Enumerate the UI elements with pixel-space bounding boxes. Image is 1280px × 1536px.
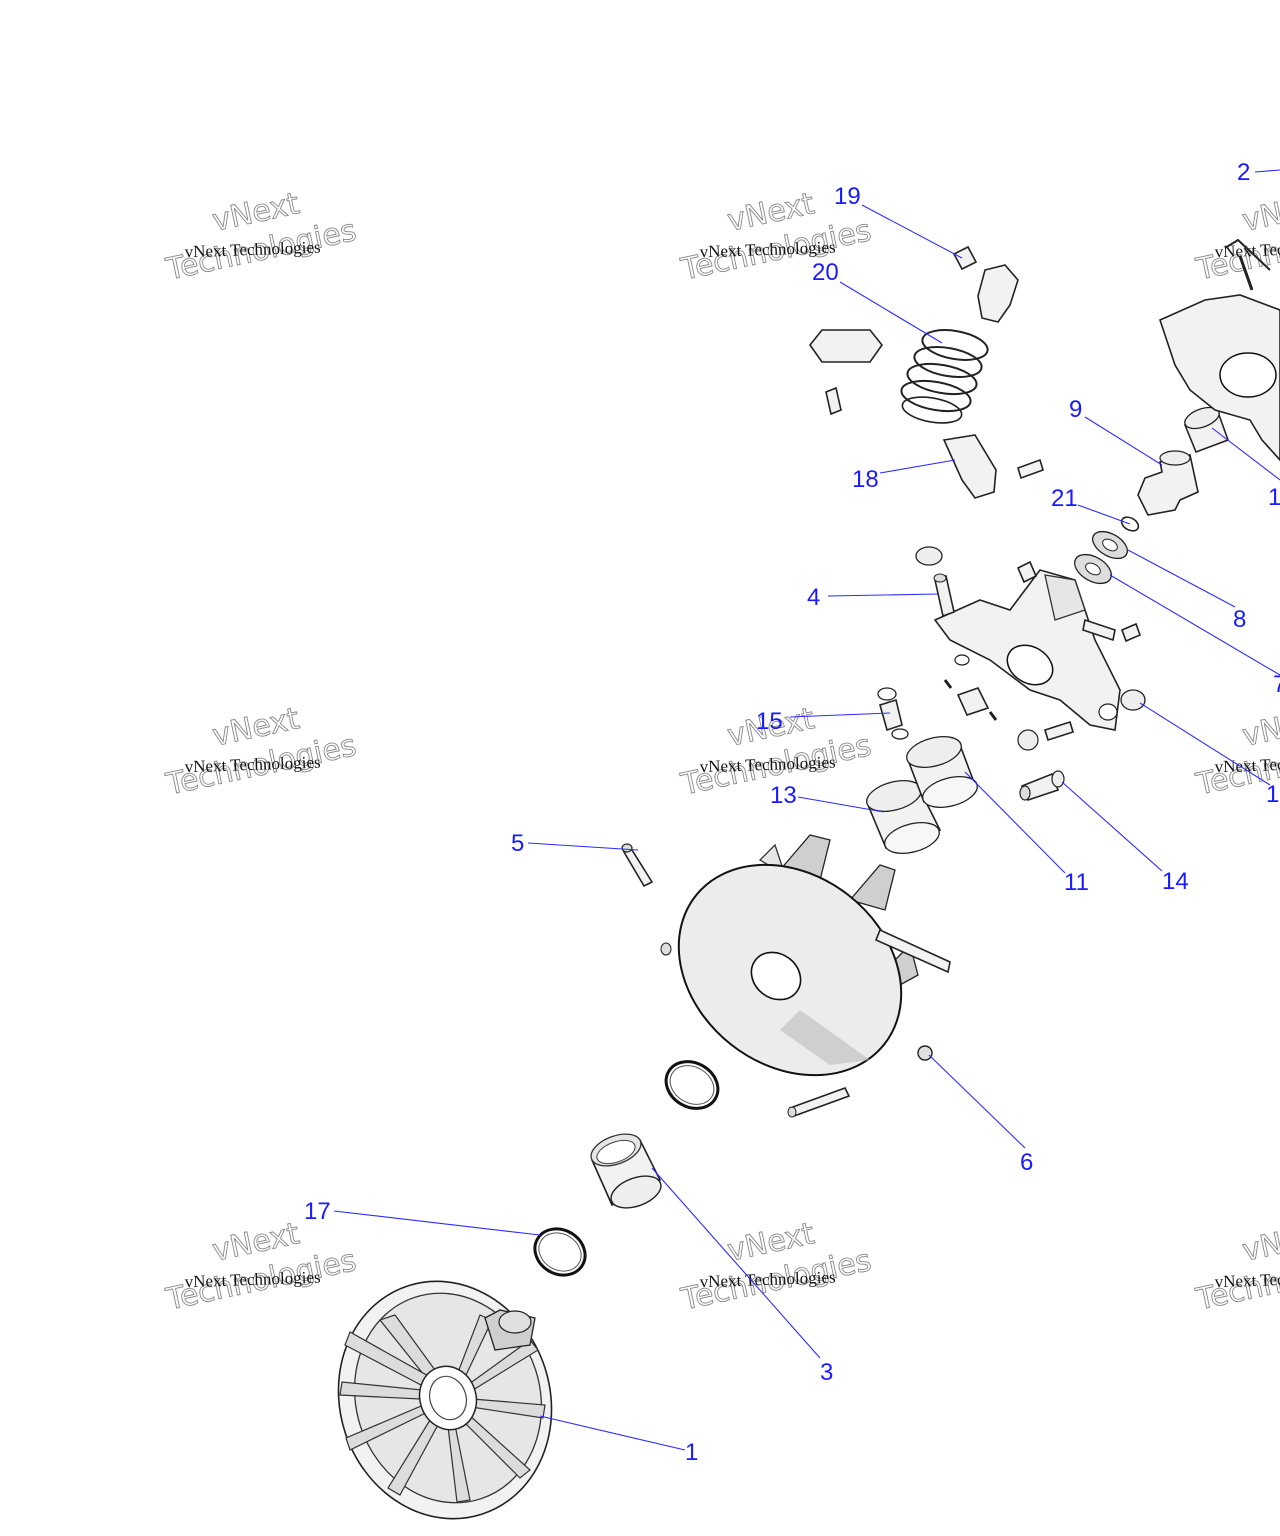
watermark-bottom-right: vNext Technologies vNext Technologies [1192, 1216, 1280, 1318]
part-pin-lower[interactable] [787, 1087, 851, 1118]
part-movable-sheave[interactable] [637, 821, 951, 1118]
callout-8[interactable]: 8 [1233, 606, 1246, 633]
part-pin-4[interactable] [915, 546, 955, 618]
part-spider-hub[interactable] [933, 569, 1121, 742]
callout-4[interactable]: 4 [807, 584, 820, 611]
part-flyweight-upper[interactable] [808, 329, 884, 416]
part-fixed-sheave[interactable] [308, 1253, 582, 1536]
svg-text:vNext: vNext [1239, 1216, 1280, 1269]
part-washer-8[interactable] [1088, 526, 1132, 564]
part-roller-14[interactable] [1019, 770, 1065, 801]
svg-text:vNext: vNext [1239, 186, 1280, 239]
callout-6[interactable]: 6 [1020, 1149, 1033, 1176]
svg-text:vNext: vNext [1239, 701, 1280, 754]
callout-14[interactable]: 14 [1162, 868, 1189, 895]
svg-text:vNext Technologies: vNext Technologies [184, 1268, 320, 1292]
callout-18[interactable]: 18 [852, 466, 879, 493]
callout-2[interactable]: 2 [1237, 159, 1250, 186]
part-flyweight-18[interactable] [942, 434, 1044, 499]
callout-20[interactable]: 20 [812, 259, 839, 286]
part-spacer-small[interactable] [943, 560, 1142, 751]
part-bushing-10[interactable] [1182, 403, 1230, 454]
part-ring-21[interactable] [1119, 514, 1141, 533]
callout-19[interactable]: 19 [834, 183, 861, 210]
svg-text:vNext Technologies: vNext Technologies [699, 753, 835, 777]
part-cover-2[interactable] [1159, 238, 1280, 462]
part-ball-6[interactable] [917, 1045, 933, 1061]
callout-11[interactable]: 11 [1064, 869, 1089, 896]
watermark-top-left: vNext Technologies vNext Technologies [162, 186, 360, 288]
callout-5[interactable]: 5 [511, 830, 524, 857]
svg-text:vNext Technologies: vNext Technologies [184, 753, 320, 777]
watermark-mid-left: vNext Technologies vNext Technologies [162, 701, 360, 803]
callout-15[interactable]: 15 [756, 708, 783, 735]
callout-7[interactable]: 7 [1273, 671, 1280, 698]
leader-lines [333, 169, 1280, 1451]
part-cap-12[interactable] [1120, 689, 1146, 711]
part-bushing-3[interactable] [587, 1128, 665, 1214]
svg-text:vNext Technologies: vNext Technologies [699, 238, 835, 262]
callout-9[interactable]: 9 [1069, 396, 1082, 423]
part-pin-19[interactable] [952, 245, 978, 271]
part-bushing-15[interactable] [877, 687, 909, 740]
callout-3[interactable]: 3 [820, 1359, 833, 1386]
part-spring-20[interactable] [899, 325, 990, 427]
callout-17[interactable]: 17 [304, 1198, 331, 1225]
svg-text:vNext Technologies: vNext Technologies [1214, 1268, 1280, 1292]
part-shaft-9[interactable] [1137, 450, 1199, 516]
svg-text:vNext Technologies: vNext Technologies [184, 238, 320, 262]
part-o-ring-small[interactable] [658, 1052, 727, 1117]
svg-text:vNext Technologies: vNext Technologies [699, 1268, 835, 1292]
part-o-ring-17[interactable] [526, 1220, 593, 1284]
callout-12[interactable]: 12 [1266, 781, 1280, 808]
callout-13[interactable]: 13 [770, 782, 797, 809]
svg-text:vNext Technologies: vNext Technologies [1214, 753, 1280, 777]
part-weight-top[interactable] [977, 264, 1019, 323]
callout-10[interactable]: 10 [1268, 484, 1280, 511]
callout-1[interactable]: 1 [685, 1439, 698, 1466]
part-bushing-11[interactable] [903, 731, 980, 813]
callout-21[interactable]: 21 [1051, 485, 1078, 512]
part-bushing-13[interactable] [863, 775, 942, 859]
part-washer-7[interactable] [1070, 549, 1117, 590]
watermark-top-right: vNext Technologies vNext Technologies [1192, 186, 1280, 288]
